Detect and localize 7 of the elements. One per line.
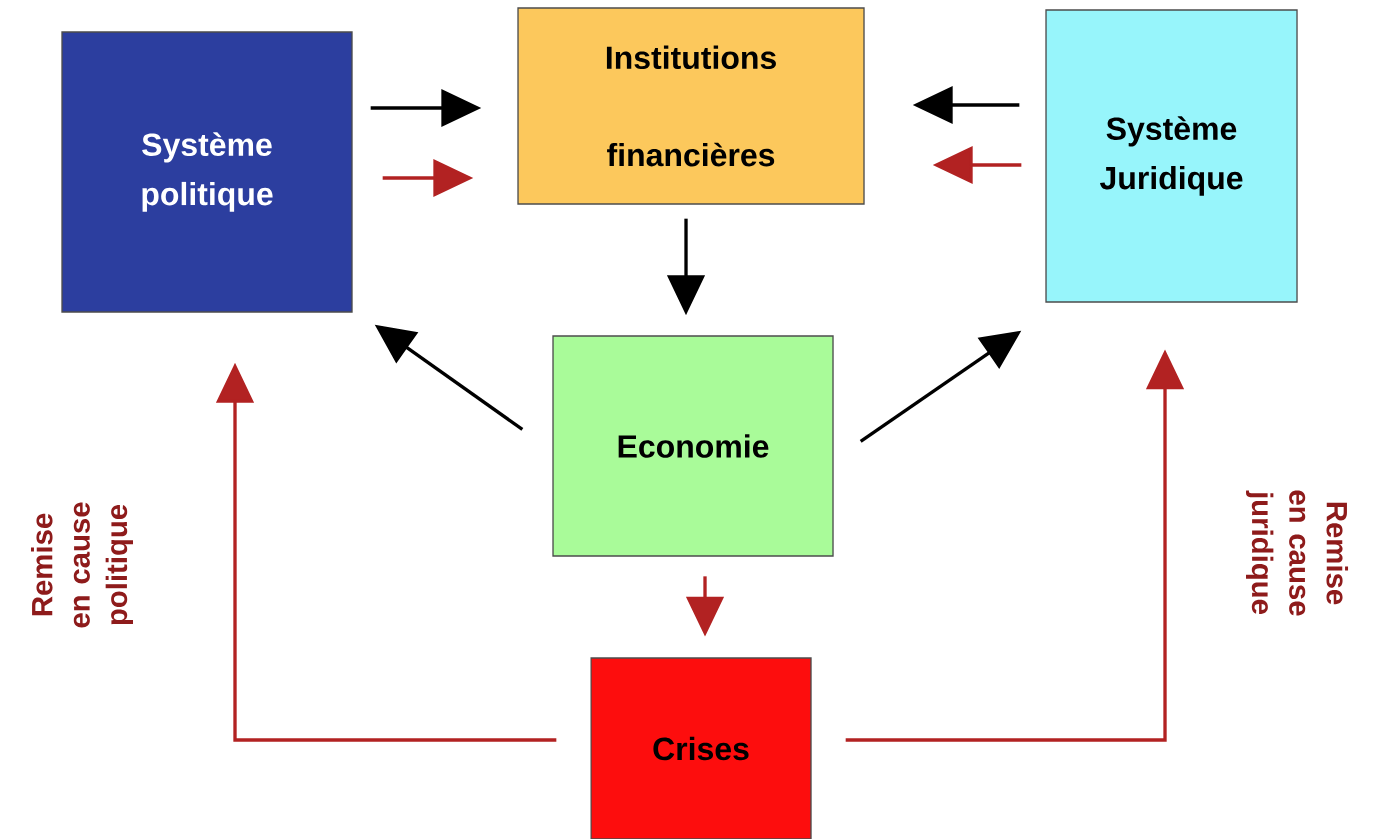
box: Institutions financières	[517, 7, 865, 205]
box: Système politique	[61, 31, 353, 313]
edge-label: Remise en cause juridique	[1246, 490, 1349, 616]
box: Système Juridique	[1045, 9, 1298, 303]
edge-label: Remise en cause politique	[31, 502, 133, 628]
box: Economie	[552, 335, 834, 557]
box: Crises	[590, 657, 812, 839]
